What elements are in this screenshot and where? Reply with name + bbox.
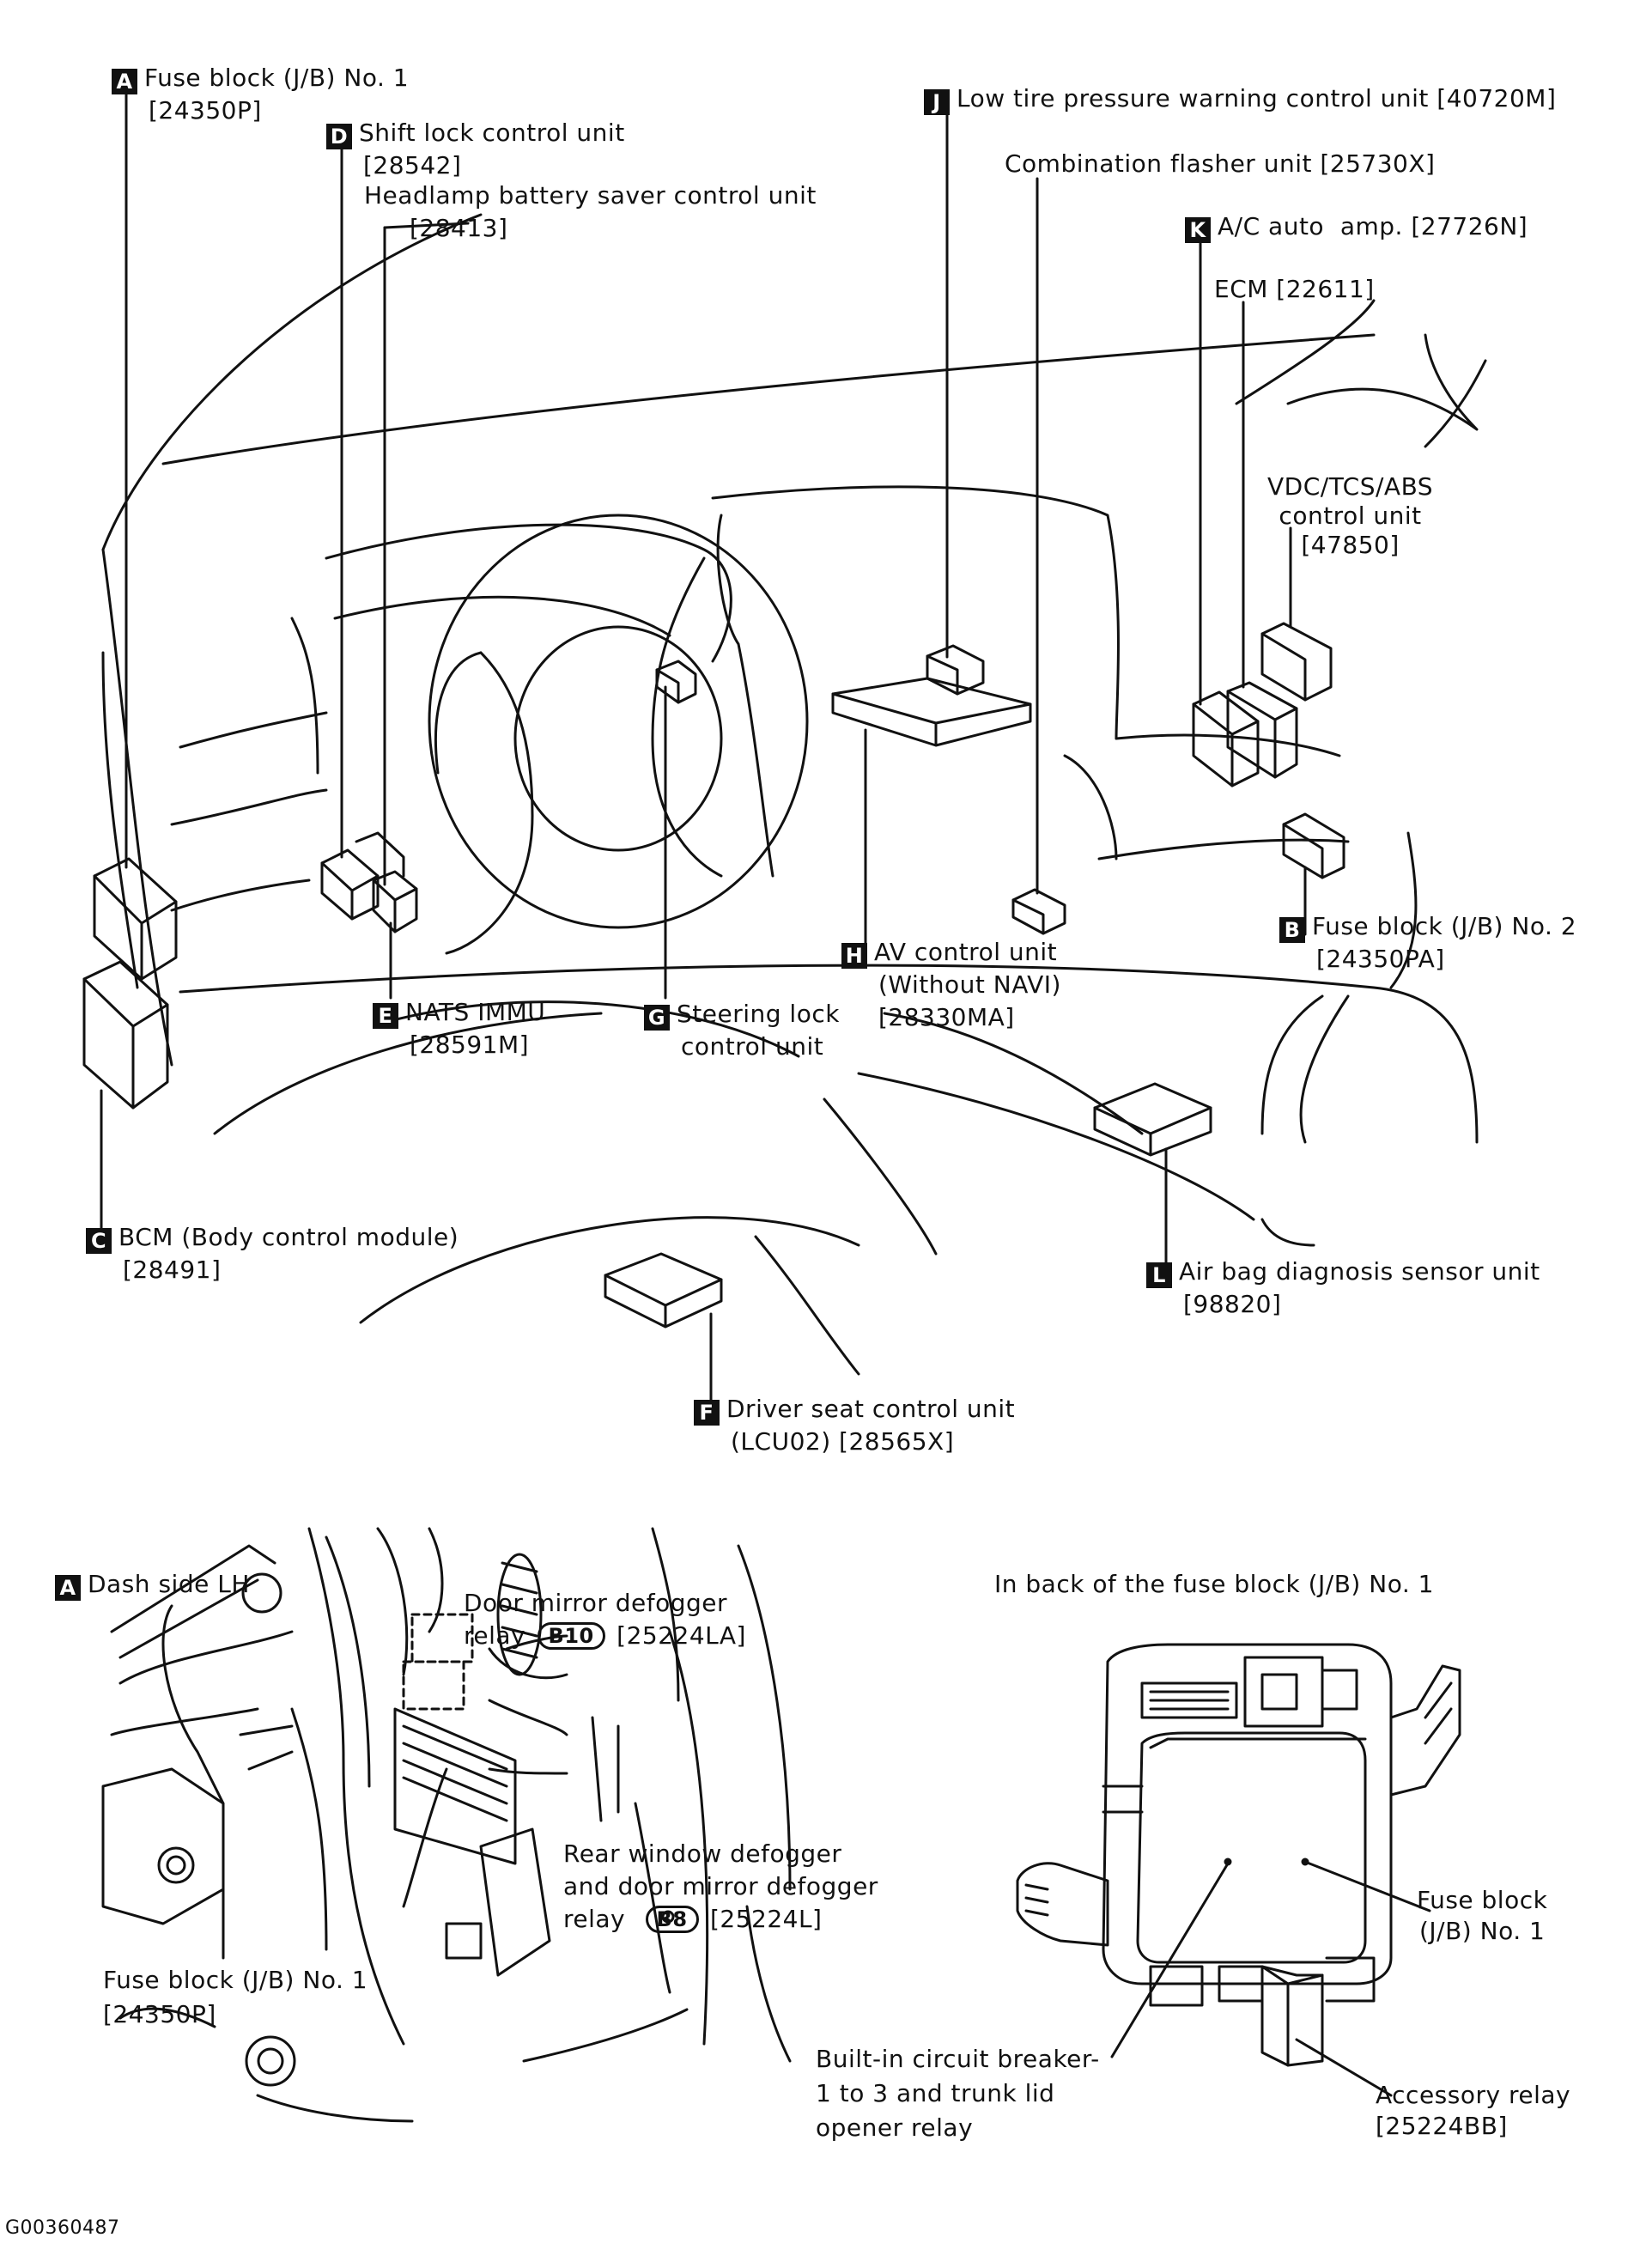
label-dash-fuse-block-part: [24350P] [103, 2000, 216, 2028]
label-accessory-relay-part: [25224BB] [1376, 2112, 1508, 2140]
label-ecm-name: ECM [22611] [1214, 275, 1375, 303]
label-fuse-block-back-line2: (J/B) No. 1 [1418, 1917, 1546, 1945]
label-low-tire-pressure-name: Low tire pressure warning control unit [… [957, 84, 1557, 112]
label-driver-seat-part: (LCU02) [28565X] [731, 1427, 955, 1456]
fuse-block-back-title-text: In back of the fuse block (J/B) No. 1 [994, 1570, 1434, 1598]
component-boxes [82, 622, 1345, 1329]
label-vdc-line2: control unit [1279, 502, 1422, 530]
label-combination-flasher-name: Combination flasher unit [25730X] [1005, 149, 1436, 178]
fuse-block-illustration [1016, 1643, 1461, 2067]
label-shift-lock-part: [28542] [363, 151, 462, 179]
dash-side-title-text: Dash side LH [88, 1570, 250, 1598]
label-vdc-tcs-abs: VDC/TCS/ABS control unit [47850] [1267, 472, 1433, 560]
label-bcm-name: BCM (Body control module) [118, 1223, 459, 1251]
label-shift-lock-name: Shift lock control unit [359, 119, 625, 147]
label-dash-fuse-block: Fuse block (J/B) No. 1 [24350P] [103, 1963, 367, 2032]
label-door-mirror-part: [25224LA] [617, 1621, 746, 1650]
steering-wheel [428, 514, 809, 929]
badge-c: C [86, 1228, 112, 1254]
badge-j: J [924, 89, 950, 115]
label-circuit-breaker: Built-in circuit breaker- 1 to 3 and tru… [816, 2042, 1100, 2145]
dash-side-illustration [101, 1527, 792, 2123]
label-accessory-relay: Accessory relay [25224BB] [1376, 2080, 1570, 2142]
connector-b10: B10 [537, 1622, 605, 1650]
label-nats-immu: E NATS IMMU [28591M] [373, 996, 545, 1061]
label-dash-fuse-block-name: Fuse block (J/B) No. 1 [103, 1966, 368, 1994]
label-steering-lock: G Steering lock control unit [644, 998, 840, 1063]
label-fuse-block-no2: B Fuse block (J/B) No. 2 [24350PA] [1279, 910, 1576, 976]
label-airbag-part: [98820] [1183, 1290, 1282, 1318]
label-headlamp-saver: Headlamp battery saver control unit [284… [364, 179, 817, 245]
label-bcm-part: [28491] [123, 1256, 222, 1284]
badge-g: G [644, 1005, 670, 1031]
label-airbag-name: Air bag diagnosis sensor unit [1179, 1257, 1540, 1286]
label-circuit-breaker-line3: opener relay [816, 2113, 974, 2142]
fuse-block-leaders [1110, 1858, 1431, 2097]
badge-d: D [326, 124, 352, 149]
label-nats-name: NATS IMMU [405, 998, 546, 1026]
connector-b8: B8 [645, 1906, 699, 1933]
label-door-mirror-line1: Door mirror defogger [464, 1589, 728, 1617]
badge-a-dash-side: A [55, 1575, 81, 1601]
label-circuit-breaker-line2: 1 to 3 and trunk lid [816, 2079, 1055, 2107]
label-fuse-block-no1-part: [24350P] [149, 96, 262, 125]
leader-lines [100, 82, 1307, 1403]
badge-f: F [694, 1400, 720, 1426]
label-rear-window-line2: and door mirror defogger [563, 1872, 878, 1900]
label-nats-part: [28591M] [410, 1031, 530, 1059]
label-door-mirror-relay: Door mirror defogger relay B10 [25224LA] [464, 1587, 746, 1652]
badge-b: B [1279, 917, 1305, 943]
label-av-part: [28330MA] [878, 1003, 1015, 1031]
label-fuse-block-back-line1: Fuse block [1417, 1886, 1548, 1914]
figure-code: G00360487 [5, 2217, 120, 2239]
label-driver-seat-name: Driver seat control unit [726, 1395, 1016, 1423]
label-ac-auto-amp-name: A/C auto amp. [27726N] [1218, 212, 1528, 240]
label-rear-window-relay: Rear window defogger and door mirror def… [563, 1838, 878, 1936]
label-circuit-breaker-line1: Built-in circuit breaker- [816, 2045, 1100, 2073]
badge-k: K [1185, 217, 1211, 243]
label-steering-lock-name: Steering lock [677, 1000, 840, 1028]
label-vdc-line3: [47850] [1301, 531, 1400, 559]
label-fuse-block-no2-part: [24350PA] [1316, 945, 1445, 973]
label-av-variant: (Without NAVI) [878, 970, 1061, 999]
label-combination-flasher: Combination flasher unit [25730X] [1005, 148, 1435, 180]
label-fuse-block-no1: A Fuse block (J/B) No. 1 [24350P] [112, 62, 409, 127]
label-accessory-relay-name: Accessory relay [1376, 2081, 1571, 2109]
label-rear-window-line1: Rear window defogger [563, 1839, 842, 1868]
label-ecm: ECM [22611] [1214, 273, 1375, 306]
badge-h: H [841, 943, 867, 969]
fuse-block-back-title: In back of the fuse block (J/B) No. 1 [994, 1568, 1434, 1601]
label-low-tire-pressure: J Low tire pressure warning control unit … [924, 82, 1556, 115]
label-door-mirror-relay-word: relay [464, 1621, 526, 1650]
label-airbag-sensor: L Air bag diagnosis sensor unit [98820] [1146, 1256, 1540, 1321]
badge-l: L [1146, 1262, 1172, 1288]
label-vdc-line1: VDC/TCS/ABS [1267, 472, 1434, 501]
label-headlamp-saver-part: [28413] [410, 214, 508, 242]
label-ac-auto-amp: K A/C auto amp. [27726N] [1185, 210, 1528, 243]
label-fuse-block-no2-name: Fuse block (J/B) No. 2 [1312, 912, 1577, 940]
label-fuse-block-back: Fuse block (J/B) No. 1 [1417, 1885, 1547, 1947]
label-fuse-block-no1-name: Fuse block (J/B) No. 1 [144, 64, 410, 92]
badge-a: A [112, 69, 137, 94]
label-av-control-unit: H AV control unit (Without NAVI) [28330MA… [841, 936, 1061, 1034]
badge-e: E [373, 1003, 398, 1029]
dashboard-outline [101, 213, 1487, 1376]
label-headlamp-saver-name: Headlamp battery saver control unit [364, 181, 817, 210]
label-steering-lock-name2: control unit [681, 1032, 824, 1061]
label-shift-lock: D Shift lock control unit [28542] [326, 117, 625, 182]
label-rear-window-relay-word: relay [563, 1905, 626, 1933]
label-av-name: AV control unit [874, 938, 1058, 966]
dash-side-title: A Dash side LH [55, 1568, 250, 1601]
label-rear-window-part: [25224L] [709, 1905, 823, 1933]
